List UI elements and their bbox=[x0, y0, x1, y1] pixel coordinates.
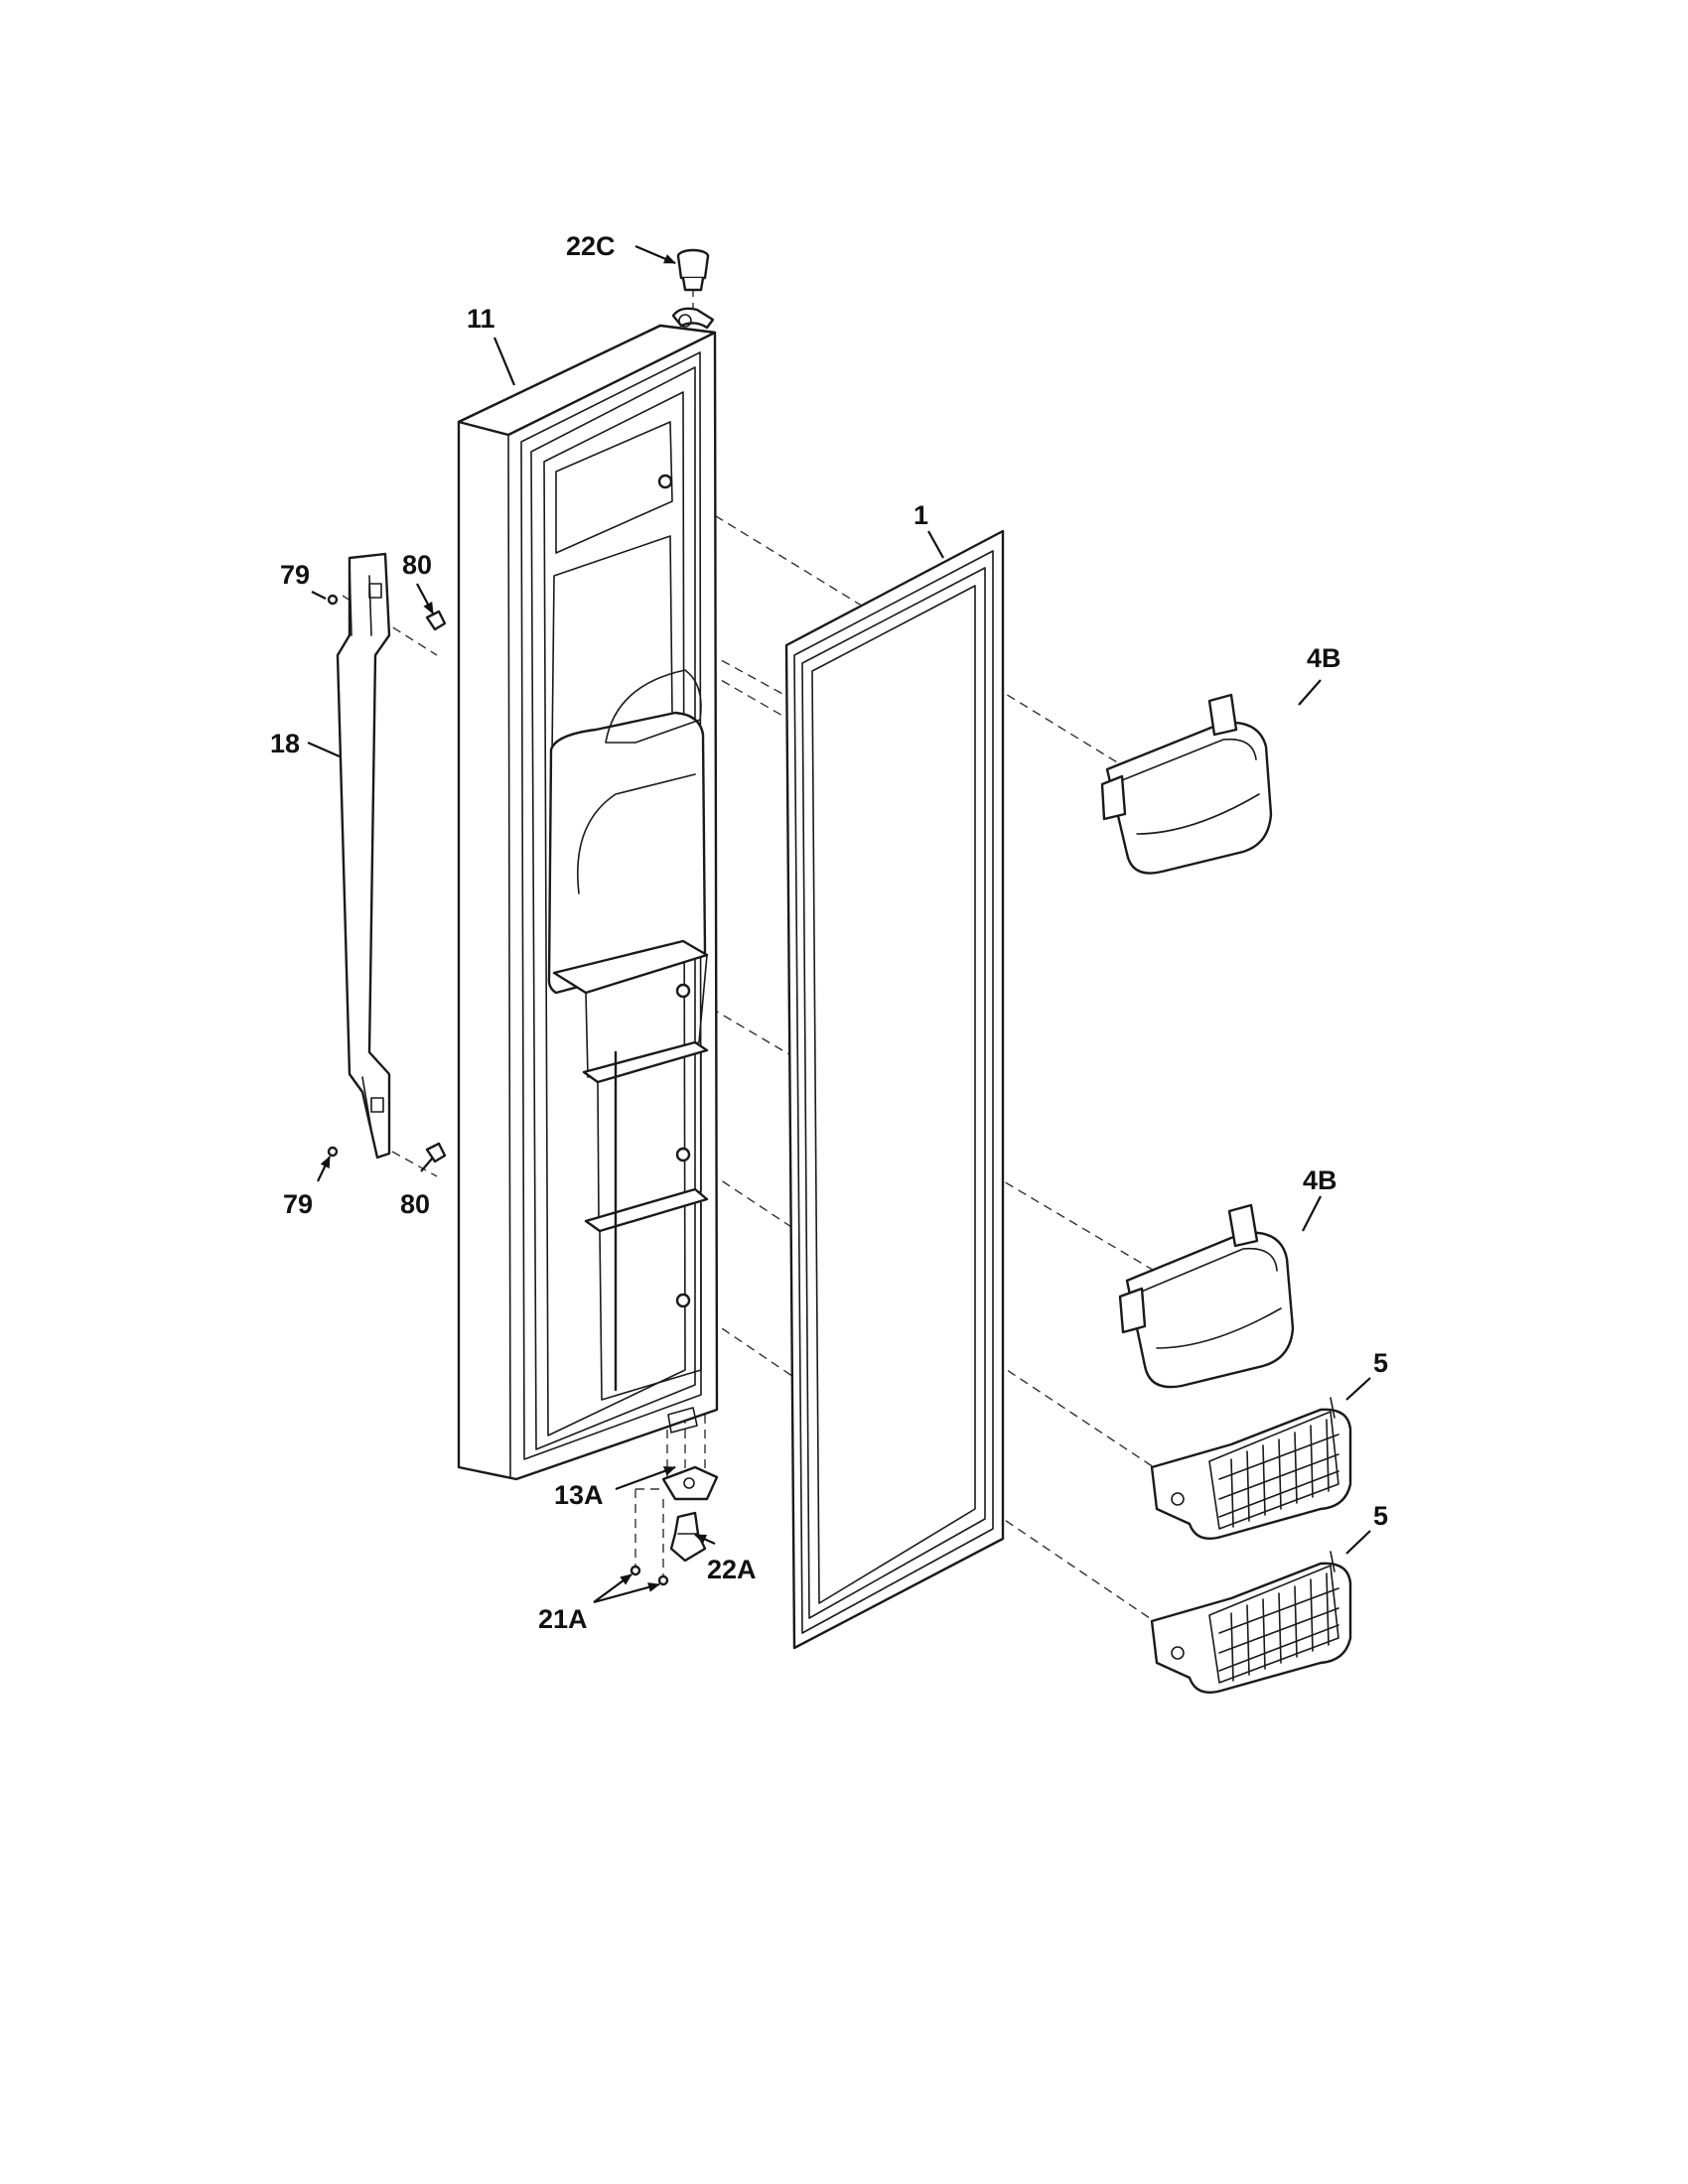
callout-1: 1 bbox=[914, 500, 928, 530]
callout-22C: 22C bbox=[566, 231, 616, 261]
hinge-bushing-bottom bbox=[669, 1511, 707, 1563]
bottom-screws bbox=[630, 1565, 669, 1586]
callout-5-top: 5 bbox=[1373, 1348, 1388, 1378]
callout-79-top: 79 bbox=[280, 560, 310, 590]
callout-21A: 21A bbox=[538, 1604, 588, 1634]
callout-80-bottom: 80 bbox=[400, 1189, 430, 1219]
basket-bin-lower bbox=[1150, 1551, 1352, 1695]
callout-labels: 22C 11 1 79 80 18 4B 79 80 4B 5 13A 22A … bbox=[270, 231, 1388, 1634]
basket-bin-upper bbox=[1150, 1397, 1352, 1541]
callout-5-bottom: 5 bbox=[1373, 1501, 1388, 1531]
hinge-bushing-top bbox=[676, 248, 710, 292]
callout-13A: 13A bbox=[554, 1480, 604, 1510]
door-handle bbox=[336, 552, 391, 1160]
leader-lines bbox=[307, 244, 1371, 1604]
callout-18: 18 bbox=[270, 729, 300, 758]
door-bin-lower bbox=[1118, 1203, 1295, 1389]
door-gasket bbox=[784, 529, 1005, 1650]
hinge-bracket bbox=[661, 1465, 719, 1501]
screws bbox=[327, 594, 447, 1163]
door-panel bbox=[457, 307, 719, 1481]
callout-22A: 22A bbox=[707, 1555, 757, 1584]
callout-79-bottom: 79 bbox=[283, 1189, 313, 1219]
door-bin-upper bbox=[1100, 693, 1273, 875]
callout-80-top: 80 bbox=[402, 550, 432, 580]
callout-4B-bottom: 4B bbox=[1303, 1165, 1337, 1195]
callout-11: 11 bbox=[467, 304, 495, 334]
callout-4B-top: 4B bbox=[1307, 643, 1341, 673]
